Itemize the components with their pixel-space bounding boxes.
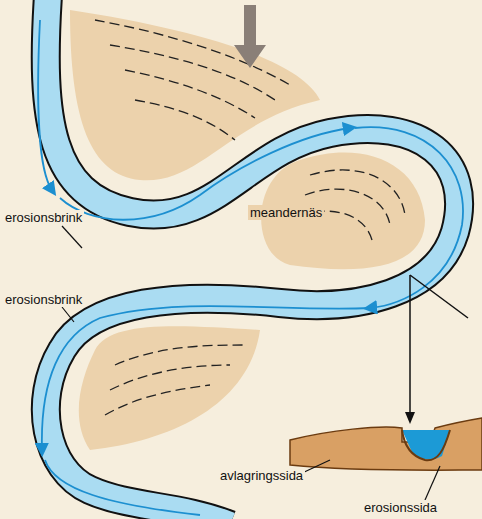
cross-section (290, 418, 482, 470)
label-text: meandernäs (248, 205, 324, 220)
section-arrow (409, 275, 411, 418)
label-text: avlagringssida (218, 468, 305, 483)
sand-area (79, 326, 260, 450)
label-text: erosionssida (362, 500, 439, 515)
label-text: erosionsbrink (3, 210, 84, 225)
direction-arrow (234, 5, 266, 68)
label-text: erosionsbrink (3, 292, 84, 307)
section-line (410, 275, 468, 318)
cross-section-water (402, 430, 450, 459)
